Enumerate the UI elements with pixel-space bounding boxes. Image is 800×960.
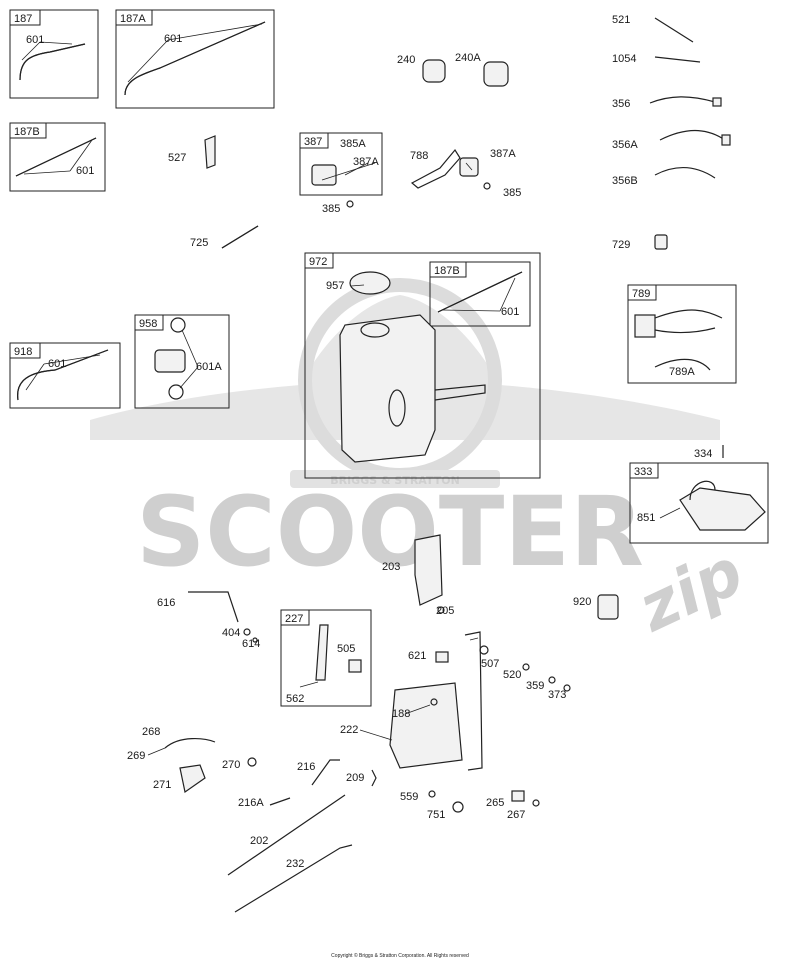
- box-label-333: 333: [634, 466, 652, 478]
- callout: 267: [507, 809, 525, 821]
- callout: 265: [486, 797, 504, 809]
- callout: 404: [222, 627, 240, 639]
- box-958: [134, 314, 230, 409]
- callout: 387A: [490, 148, 516, 160]
- callout: 240: [397, 54, 415, 66]
- box-789: [627, 284, 737, 384]
- callout: 387A: [353, 156, 379, 168]
- callout: 373: [548, 689, 566, 701]
- callout: 725: [190, 237, 208, 249]
- callout: 270: [222, 759, 240, 771]
- callout: 957: [326, 280, 344, 292]
- callout: 505: [337, 643, 355, 655]
- watermark-brand: SCOOTER: [136, 476, 644, 588]
- callout: 240A: [455, 52, 481, 64]
- box-label-187B: 187B: [14, 126, 40, 138]
- callout: 268: [142, 726, 160, 738]
- callout: 521: [612, 14, 630, 26]
- box-187A: [115, 9, 275, 109]
- callout: 188: [392, 708, 410, 720]
- callout: 520: [503, 669, 521, 681]
- callout: 621: [408, 650, 426, 662]
- box-label-972: 972: [309, 256, 327, 268]
- box-972: [304, 252, 541, 479]
- watermark-script: zip: [627, 535, 754, 647]
- callout: 729: [612, 239, 630, 251]
- callout: 562: [286, 693, 304, 705]
- callout: 334: [694, 448, 712, 460]
- box-label-918: 918: [14, 346, 32, 358]
- callout: 356A: [612, 139, 638, 151]
- callout: 1054: [612, 53, 636, 65]
- callout: 527: [168, 152, 186, 164]
- box-187B: [9, 122, 106, 192]
- callout: 601: [501, 306, 519, 318]
- callout: 356B: [612, 175, 638, 187]
- callout: 203: [382, 561, 400, 573]
- callout: 614: [242, 638, 260, 650]
- callout: 920: [573, 596, 591, 608]
- callout: 616: [157, 597, 175, 609]
- callout: 202: [250, 835, 268, 847]
- box-227: [280, 609, 372, 707]
- callout: 559: [400, 791, 418, 803]
- callout: 385: [322, 203, 340, 215]
- callout: 209: [346, 772, 364, 784]
- callout: 216: [297, 761, 315, 773]
- box-187B-inner: [429, 261, 531, 327]
- callout: 222: [340, 724, 358, 736]
- box-333: [629, 462, 769, 544]
- callout: 216A: [238, 797, 264, 809]
- callout: 271: [153, 779, 171, 791]
- callout: 788: [410, 150, 428, 162]
- callout: 232: [286, 858, 304, 870]
- part-drawings: [15, 17, 766, 913]
- callout: 601: [48, 358, 66, 370]
- box-label-958: 958: [139, 318, 157, 330]
- callout: 507: [481, 658, 499, 670]
- callout: 601A: [196, 361, 222, 373]
- box-label-187A: 187A: [120, 13, 146, 25]
- box-187: [9, 9, 99, 99]
- callout: 789A: [669, 366, 695, 378]
- box-387: [299, 132, 383, 196]
- box-label-187: 187: [14, 13, 32, 25]
- box-918: [9, 342, 121, 409]
- box-label-789: 789: [632, 288, 650, 300]
- callout: 601: [26, 34, 44, 46]
- box-label-387: 387: [304, 136, 322, 148]
- callout: 269: [127, 750, 145, 762]
- callout: 601: [76, 165, 94, 177]
- callout: 751: [427, 809, 445, 821]
- callout: 601: [164, 33, 182, 45]
- copyright-text: Copyright © Briggs & Stratton Corporatio…: [331, 952, 469, 959]
- callout: 359: [526, 680, 544, 692]
- box-label-187B-inner: 187B: [434, 265, 460, 277]
- callout: 385: [503, 187, 521, 199]
- callout: 356: [612, 98, 630, 110]
- watermark-badge: BRIGGS & STRATTON: [330, 474, 460, 487]
- callout: 205: [436, 605, 454, 617]
- callout: 385A: [340, 138, 366, 150]
- box-label-227: 227: [285, 613, 303, 625]
- callout: 851: [637, 512, 655, 524]
